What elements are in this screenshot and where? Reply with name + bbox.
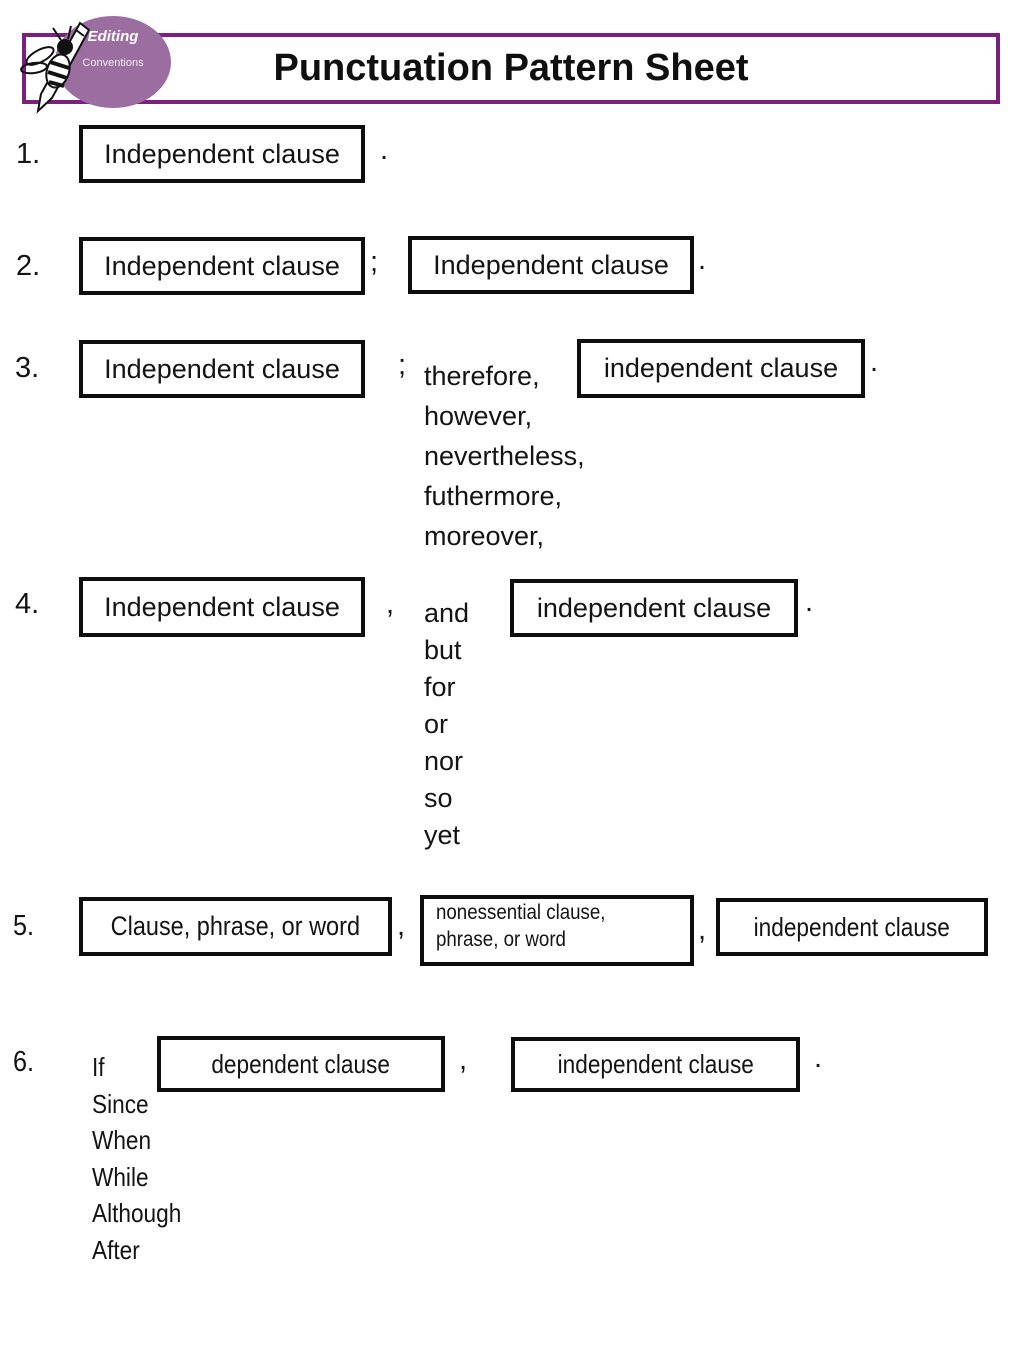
pattern-4-number: 4. bbox=[15, 588, 40, 620]
clause-box-label: independent clause bbox=[536, 592, 772, 623]
pattern-6-number: 6. bbox=[13, 1046, 37, 1079]
pattern-3-end-period: . bbox=[870, 346, 879, 378]
pattern-5-comma-1: , bbox=[397, 910, 406, 942]
pattern-1-end-period: . bbox=[380, 134, 389, 166]
number-label: 6. bbox=[13, 1046, 35, 1078]
page-title: Punctuation Pattern Sheet bbox=[273, 47, 749, 89]
clause-box-label: phrase, or word bbox=[436, 927, 566, 951]
connector-item: When bbox=[92, 1125, 152, 1155]
clause-box-label: dependent clause bbox=[211, 1048, 391, 1079]
pattern-1-number: 1. bbox=[16, 138, 41, 170]
pattern-3-connector-list: therefore, however, nevertheless, futher… bbox=[424, 356, 585, 556]
clause-box-label: Independent clause bbox=[433, 249, 669, 280]
clause-box-label: independent clause bbox=[603, 353, 839, 383]
clause-box-label: Independent clause bbox=[104, 353, 340, 384]
pattern-2-number: 2. bbox=[16, 250, 41, 282]
pattern-5-comma-2: , bbox=[698, 914, 707, 946]
connector-item: for bbox=[424, 672, 456, 702]
clause-box-label: independent clause bbox=[557, 1049, 754, 1079]
connector-item: nor bbox=[424, 746, 464, 776]
connector-item: Although bbox=[92, 1198, 182, 1228]
connector-item: so bbox=[424, 783, 453, 813]
connector-item: yet bbox=[424, 820, 461, 850]
pattern-6-connector-list: If Since When While Although After bbox=[92, 1049, 195, 1268]
connector-item: but bbox=[424, 635, 462, 665]
clause-box-label: Independent clause bbox=[104, 250, 340, 281]
pattern-2-clause-box-1: Independent clause bbox=[79, 237, 365, 295]
pattern-3-number: 3. bbox=[15, 352, 40, 384]
clause-box-label: Clause, phrase, or word bbox=[110, 911, 361, 941]
pattern-6-comma: , bbox=[459, 1044, 468, 1076]
pattern-4-clause-box-2: independent clause bbox=[510, 579, 798, 637]
pattern-5-clause-box-2: nonessential clause, phrase, or word bbox=[420, 895, 694, 966]
connector-item: Since bbox=[92, 1088, 149, 1119]
pattern-2-semicolon: ; bbox=[370, 246, 379, 278]
pattern-6-end-period: . bbox=[814, 1042, 823, 1074]
pattern-3-semicolon: ; bbox=[398, 349, 407, 381]
connector-item: and bbox=[424, 598, 470, 628]
pattern-1-clause-box: Independent clause bbox=[79, 125, 365, 183]
pattern-5-clause-box-1: Clause, phrase, or word bbox=[79, 897, 392, 956]
clause-box-label: Independent clause bbox=[104, 138, 340, 169]
title-box: Punctuation Pattern Sheet bbox=[22, 33, 1000, 104]
connector-item: moreover, bbox=[424, 521, 545, 551]
number-label: 5. bbox=[13, 910, 35, 942]
pattern-4-clause-box-1: Independent clause bbox=[79, 577, 365, 637]
clause-box-label: independent clause bbox=[753, 911, 951, 942]
logo-conventions-label: Conventions bbox=[82, 57, 144, 69]
connector-item: nevertheless, bbox=[424, 441, 585, 471]
pattern-4-end-period: . bbox=[805, 586, 814, 618]
pattern-4-connector-list: and but for or nor so yet bbox=[424, 595, 469, 854]
pattern-6-clause-box-1: dependent clause bbox=[157, 1036, 445, 1092]
connector-item: however, bbox=[424, 401, 533, 431]
pattern-4-comma: , bbox=[386, 588, 395, 620]
pattern-6-clause-box-2: independent clause bbox=[511, 1037, 800, 1092]
pattern-5-clause-box-3: independent clause bbox=[716, 898, 988, 956]
pattern-3-clause-box-1: Independent clause bbox=[79, 340, 365, 398]
clause-box-label: Independent clause bbox=[104, 591, 340, 622]
pattern-3-clause-box-2: independent clause bbox=[577, 339, 865, 398]
connector-item: After bbox=[92, 1234, 140, 1265]
connector-item: futhermore, bbox=[424, 481, 563, 511]
connector-item: or bbox=[424, 709, 449, 739]
bee-pencil-icon bbox=[20, 21, 91, 114]
pattern-2-end-period: . bbox=[698, 244, 707, 276]
pattern-5-number: 5. bbox=[13, 910, 37, 943]
logo-editing-label: Editing bbox=[87, 28, 139, 45]
pattern-2-clause-box-2: Independent clause bbox=[408, 236, 694, 294]
connector-item: While bbox=[92, 1161, 149, 1192]
connector-item: therefore, bbox=[424, 361, 540, 391]
clause-box-label: nonessential clause, bbox=[436, 900, 606, 924]
connector-item: If bbox=[92, 1052, 105, 1082]
